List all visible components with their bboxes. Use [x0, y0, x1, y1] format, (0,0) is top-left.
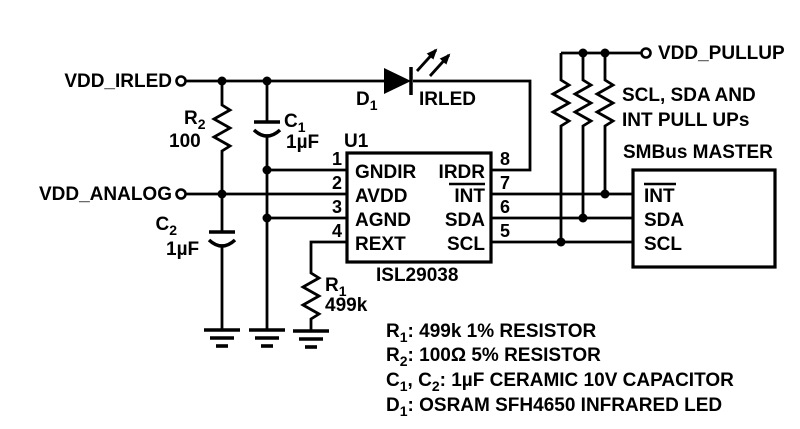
- d1-light-arrow-1: [415, 48, 438, 72]
- wire-irdr: [413, 79, 532, 172]
- pin-name-gndir: GNDIR: [355, 162, 417, 183]
- notes-block: R1: 499k 1% RESISTOR R2: 100Ω 5% RESISTO…: [386, 321, 734, 419]
- pin-number-1: 1: [332, 149, 342, 169]
- capacitor-c2: C2 1µF: [155, 194, 237, 330]
- net-label-vdd-pullup: VDD_PULLUP: [658, 43, 785, 64]
- ic-u1: U1 ISL29038 GNDIR AVDD AGND REXT IRDR IN…: [332, 131, 510, 286]
- ground-symbol-r1: [293, 329, 329, 349]
- ic-body: [345, 151, 493, 264]
- terminal-vdd-irled: [175, 75, 187, 87]
- smbus-title: SMBus MASTER: [623, 142, 773, 163]
- d1-label: IRLED: [419, 89, 476, 110]
- junction-dot: [262, 76, 272, 86]
- pullup-resistor-scl: [550, 53, 572, 242]
- r1-refdes: R1: [325, 275, 347, 299]
- c2-refdes: C2: [155, 214, 177, 238]
- pin-number-3: 3: [332, 197, 342, 217]
- junction-dot: [600, 189, 610, 199]
- pin-number-2: 2: [332, 173, 342, 193]
- pin-name-int: INT: [454, 186, 485, 207]
- pin-number-4: 4: [332, 221, 342, 241]
- pin-name-irdr: IRDR: [439, 162, 486, 183]
- r2-value: 100: [169, 131, 201, 152]
- pin-number-7: 7: [500, 173, 510, 193]
- capacitor-c1: C1 1µF: [252, 81, 319, 330]
- ground-symbol-agnd: [249, 328, 285, 348]
- smbus-pin-scl: SCL: [644, 234, 682, 255]
- smbus-master: SMBus MASTER INT SDA SCL: [623, 142, 777, 269]
- note-c1-c2: C1, C2: 1µF CERAMIC 10V CAPACITOR: [386, 370, 734, 394]
- pin-number-5: 5: [500, 221, 510, 241]
- r2-symbol: [211, 81, 233, 194]
- junction-dot: [578, 48, 588, 58]
- c2-value: 1µF: [166, 239, 199, 260]
- pin-number-8: 8: [500, 149, 510, 169]
- smbus-pin-int: INT: [644, 186, 675, 207]
- led-d1: D1 IRLED: [356, 48, 476, 113]
- junction-dot: [600, 48, 610, 58]
- note-r1: R1: 499k 1% RESISTOR: [386, 321, 596, 345]
- ic-part-number: ISL29038: [376, 265, 458, 286]
- d1-anode-triangle: [384, 68, 411, 94]
- smbus-pin-sda: SDA: [644, 210, 684, 231]
- resistor-r1: R1 499k: [300, 240, 368, 331]
- r1-symbol: [300, 240, 347, 331]
- pin-name-agnd: AGND: [355, 210, 411, 231]
- resistor-r2: R2 100: [169, 81, 233, 194]
- junction-dot: [217, 76, 227, 86]
- junction-dot: [262, 213, 272, 223]
- ground-symbol-c2: [204, 328, 240, 348]
- c2-plate-bottom: [207, 238, 237, 248]
- note-r2: R2: 100Ω 5% RESISTOR: [386, 345, 601, 369]
- pullup-resistor-int: [594, 53, 616, 194]
- r2-refdes: R2: [184, 108, 206, 132]
- terminal-vdd-analog: [175, 188, 187, 200]
- junction-dot: [578, 213, 588, 223]
- net-label-vdd-analog: VDD_ANALOG: [39, 184, 172, 205]
- r1-value: 499k: [325, 295, 368, 316]
- pullup-resistors: SCL, SDA AND INT PULL UPs: [550, 53, 756, 242]
- smbus-body: [631, 168, 777, 269]
- c1-value: 1µF: [286, 132, 319, 153]
- pin-name-rext: REXT: [355, 234, 406, 255]
- d1-refdes: D1: [356, 89, 378, 113]
- junction-dot: [556, 237, 566, 247]
- pin-number-6: 6: [500, 197, 510, 217]
- ic-refdes: U1: [344, 131, 369, 152]
- pullup-resistor-sda: [572, 53, 594, 218]
- c1-plate-bottom: [252, 128, 282, 138]
- net-label-vdd-irled: VDD_IRLED: [64, 71, 172, 92]
- note-d1: D1: OSRAM SFH4650 INFRARED LED: [386, 395, 722, 419]
- terminal-vdd-pullup: [640, 47, 652, 59]
- c1-refdes: C1: [284, 111, 306, 135]
- pullup-caption-line2: INT PULL UPs: [622, 110, 749, 131]
- pullup-caption-line1: SCL, SDA AND: [622, 85, 756, 106]
- net-terminals: VDD_IRLED VDD_ANALOG VDD_PULLUP: [39, 43, 785, 205]
- pin-name-avdd: AVDD: [355, 186, 407, 207]
- pin-name-scl: SCL: [447, 234, 485, 255]
- pin-name-sda: SDA: [445, 210, 485, 231]
- ground-symbols: [204, 328, 329, 349]
- junction-dot: [262, 165, 272, 175]
- d1-light-arrow-2: [428, 53, 451, 77]
- junction-dot: [217, 189, 227, 199]
- junction-dots: [217, 48, 610, 247]
